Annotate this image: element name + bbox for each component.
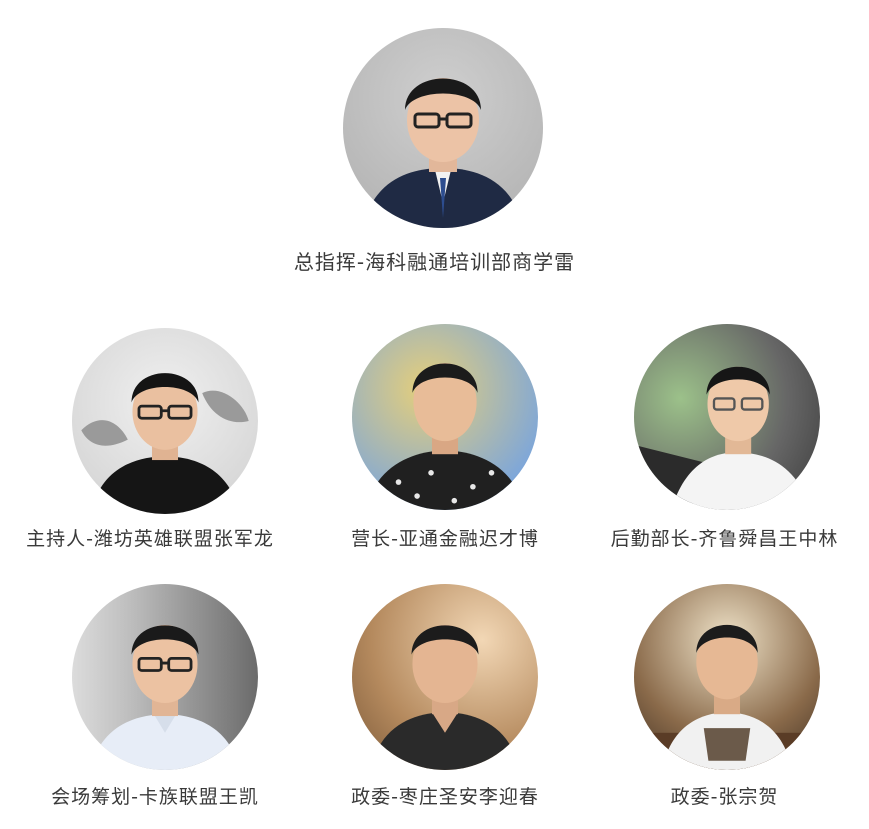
leader-caption: 总指挥-海科融通培训部商学雷: [293, 250, 576, 274]
member-caption: 政委-张宗贺: [670, 786, 779, 808]
member-photo: [352, 324, 538, 510]
member-card-commissar-1: 政委-枣庄圣安李迎春: [290, 580, 580, 820]
member-caption: 会场筹划-卡族联盟王凯: [51, 786, 259, 808]
member-photo: [72, 328, 258, 514]
member-card-venue-planner: 会场筹划-卡族联盟王凯: [0, 580, 290, 820]
person-portrait-icon: [634, 366, 811, 510]
member-caption: 政委-枣庄圣安李迎春: [351, 786, 539, 808]
member-photo: [634, 324, 820, 510]
member-card-camp-leader: 营长-亚通金融迟才博: [290, 318, 580, 558]
member-card-host: 主持人-潍坊英雄联盟张军龙: [0, 318, 290, 558]
person-portrait-icon: [365, 363, 525, 510]
member-caption: 主持人-潍坊英雄联盟张军龙: [26, 528, 274, 550]
person-portrait-icon: [81, 373, 249, 514]
leader-card: 总指挥-海科融通培训部商学雷: [0, 0, 869, 290]
member-card-commissar-2: 政委-张宗贺: [580, 580, 869, 820]
member-card-logistics: 后勤部长-齐鲁舜昌王中林: [580, 318, 869, 558]
member-photo: [72, 584, 258, 770]
person-portrait-icon: [370, 624, 520, 770]
member-caption: 后勤部长-齐鲁舜昌王中林: [610, 528, 839, 550]
leader-photo: [343, 28, 543, 228]
person-portrait-icon: [634, 624, 820, 770]
member-photo: [352, 584, 538, 770]
person-portrait-icon: [90, 624, 240, 770]
member-photo: [634, 584, 820, 770]
member-caption: 营长-亚通金融迟才博: [351, 528, 539, 550]
person-portrait-icon: [363, 78, 523, 228]
